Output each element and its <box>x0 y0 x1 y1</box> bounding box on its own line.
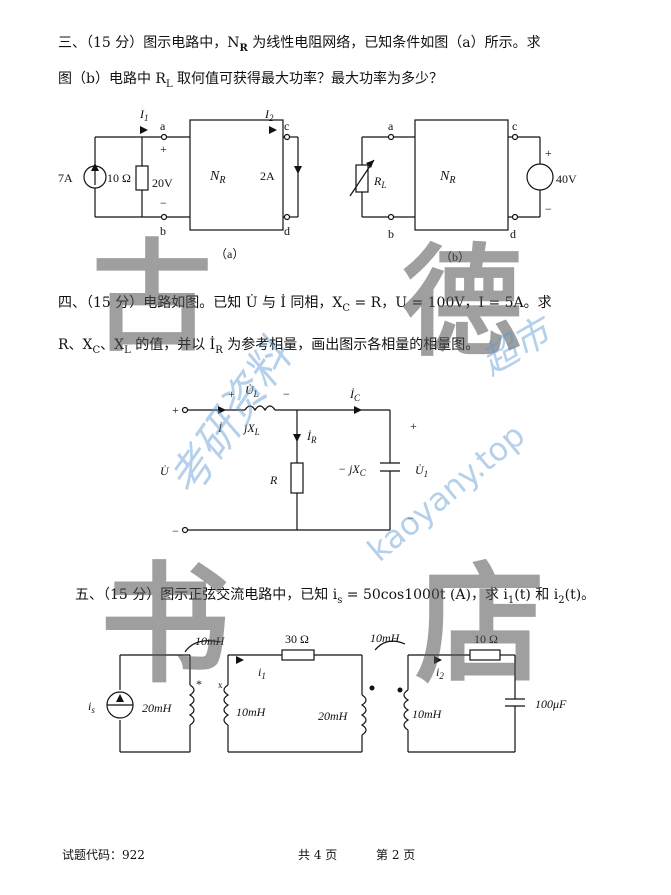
inductor-20mH-1 <box>188 684 195 726</box>
svg-text:20mH: 20mH <box>318 709 349 723</box>
svg-text:−: − <box>407 511 414 525</box>
svg-text:a: a <box>160 119 166 133</box>
footer-total-pages: 共 4 页 <box>298 848 338 862</box>
voltage-source-40V <box>526 163 554 191</box>
resistor-10ohm-2 <box>469 649 501 661</box>
question-3-text: 三、（15 分）图示电路中，NR 为线性电阻网络，已知条件如图（a）所示。求 图… <box>58 28 618 100</box>
inductor-10mH-2 <box>223 684 230 726</box>
svg-text:20mH: 20mH <box>142 701 173 715</box>
inductor-20mH-3 <box>360 694 367 736</box>
svg-text:（a）: （a） <box>215 247 244 261</box>
svg-text:NR: NR <box>209 169 225 186</box>
inductor-jxl <box>244 405 276 412</box>
q3-line2: 图（b）电路中 RL 取何值可获得最大功率？最大功率为多少？ <box>58 70 444 90</box>
svg-text:10mH: 10mH <box>195 634 226 648</box>
svg-text:+: + <box>410 419 417 433</box>
resistor-30ohm <box>281 649 315 661</box>
q4-line1: 四、（15 分）电路如图。已知 U̇ 与 İ 同相，XC = R，U = 100… <box>58 295 552 314</box>
svg-text:+: + <box>545 146 552 160</box>
svg-text:100μF: 100μF <box>535 697 567 711</box>
svg-text:−: − <box>160 196 167 210</box>
network-nr-b <box>414 119 509 231</box>
svg-text:−: − <box>283 387 290 401</box>
svg-text:2A: 2A <box>260 169 275 183</box>
svg-text:10mH: 10mH <box>370 631 401 645</box>
svg-text:is: is <box>88 699 95 715</box>
svg-text:− jXC: − jXC <box>338 462 367 478</box>
resistor-10ohm <box>135 165 149 191</box>
svg-text:d: d <box>510 227 516 241</box>
svg-text:i1: i1 <box>258 665 266 681</box>
svg-text:U̇L: U̇L <box>245 383 259 399</box>
inductor-10mH-4 <box>403 689 410 731</box>
svg-text:20V: 20V <box>152 176 173 190</box>
svg-text:a: a <box>388 119 394 133</box>
figure-4 <box>181 405 400 534</box>
svg-text:i2: i2 <box>436 665 444 681</box>
svg-text:10mH: 10mH <box>412 707 443 721</box>
svg-text:İ: İ <box>217 421 223 435</box>
q3-line1: 三、（15 分）图示电路中，NR 为线性电阻网络，已知条件如图（a）所示。求 <box>58 35 541 54</box>
question-4-text: 四、（15 分）电路如图。已知 U̇ 与 İ 同相，XC = R，U = 100… <box>58 288 618 366</box>
svg-text:+: + <box>160 142 167 156</box>
svg-text:U̇: U̇ <box>160 464 170 478</box>
svg-text:10mH: 10mH <box>236 705 267 719</box>
svg-text:10 Ω: 10 Ω <box>474 632 498 646</box>
svg-text:d: d <box>284 224 290 238</box>
footer-page-number: 第 2 页 <box>376 848 416 862</box>
svg-text:b: b <box>388 227 394 241</box>
svg-text:RL: RL <box>373 174 386 190</box>
svg-text:İC: İC <box>349 387 361 403</box>
svg-text:30 Ω: 30 Ω <box>285 632 309 646</box>
svg-text:R: R <box>269 473 278 487</box>
svg-text:jXL: jXL <box>242 421 260 437</box>
svg-text:c: c <box>284 119 289 133</box>
svg-text:I2: I2 <box>264 107 274 123</box>
svg-text:+: + <box>172 403 179 417</box>
svg-text:−: − <box>172 524 179 538</box>
figure-5 <box>106 640 525 753</box>
circuit-labels: I1 I2 a b c d 7A 10 Ω 20V + − NR 2A （a） … <box>58 107 577 723</box>
network-nr-a <box>189 119 284 231</box>
svg-text:+: + <box>228 387 235 401</box>
figure-3b <box>349 119 554 231</box>
footer-exam-code: 试题代码：922 <box>62 848 145 862</box>
svg-text:−: − <box>545 202 552 216</box>
svg-text:NR: NR <box>439 169 455 186</box>
svg-text:c: c <box>512 119 517 133</box>
svg-text:b: b <box>160 224 166 238</box>
svg-text:7A: 7A <box>58 171 73 185</box>
svg-text:40V: 40V <box>556 172 577 186</box>
svg-text:İR: İR <box>306 429 317 445</box>
resistor-r <box>290 462 304 494</box>
question-5-text: 五、（15 分）图示正弦交流电路中，已知 is = 50cos1000t (A)… <box>75 587 596 606</box>
figure-3a <box>83 119 299 231</box>
svg-text:U̇1: U̇1 <box>415 463 428 479</box>
svg-text:I1: I1 <box>139 107 149 123</box>
svg-text:10 Ω: 10 Ω <box>107 171 131 185</box>
svg-text:（b）: （b） <box>440 250 470 264</box>
svg-text:*: * <box>196 677 202 691</box>
q4-line2: R、XC、XL 的值，并以 İR 为参考相量，画出图示各相量的相量图。 <box>58 336 480 356</box>
svg-text:x: x <box>218 680 223 690</box>
